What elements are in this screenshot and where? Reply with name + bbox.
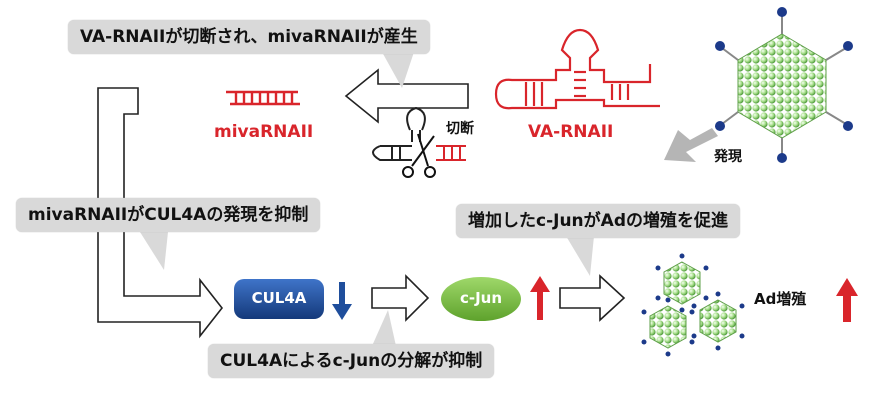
- cut-rna: [372, 106, 426, 161]
- callout-tail-bottom: [372, 310, 396, 346]
- va-rna-structure: [494, 28, 660, 110]
- cleave-label: 切断: [446, 121, 474, 137]
- cjun-pill: [441, 277, 521, 321]
- adenovirus-small-3: [691, 291, 745, 351]
- callout-miva-suppress: mivaRNAIIがCUL4Aの発現を抑制: [16, 198, 321, 232]
- miva-rna-label: mivaRNAII: [214, 122, 314, 142]
- miva-rna-duplex: [226, 90, 300, 106]
- cul4a-node: CUL4A: [251, 289, 307, 307]
- cjun-node: c-Jun: [459, 289, 503, 307]
- adenovirus-large: [715, 7, 853, 163]
- down-arrow-icon: [332, 282, 352, 320]
- callout-cjun-promote: 増加したc-JunがAdの増殖を促進: [456, 204, 740, 238]
- callout-tail-top: [382, 52, 414, 88]
- callout-cjun-degradation: CUL4Aによるc-Junの分解が抑制: [208, 344, 495, 378]
- adenovirus-small-2: [641, 297, 695, 357]
- cut-rna-red: [436, 145, 466, 161]
- va-rna-label: VA-RNAII: [528, 122, 614, 142]
- cleave-arrow: [344, 68, 469, 124]
- ad-growth-label: Ad増殖: [754, 290, 807, 308]
- callout-tail-left: [140, 232, 168, 270]
- scissors-icon: [402, 133, 436, 178]
- arrow-cul4a-cjun: [371, 274, 430, 322]
- up-arrow-icon-ad: [836, 278, 858, 322]
- up-arrow-icon: [530, 276, 550, 320]
- adenovirus-small-1: [655, 253, 709, 313]
- callout-tail-right: [566, 236, 594, 276]
- expression-arrow: [664, 128, 718, 162]
- callout-cleavage: VA-RNAIIが切断され、mivaRNAIIが産生: [68, 20, 430, 54]
- arrow-cjun-ad: [559, 274, 626, 322]
- cul4a-pill: [234, 279, 324, 319]
- expression-label: 発現: [714, 149, 742, 165]
